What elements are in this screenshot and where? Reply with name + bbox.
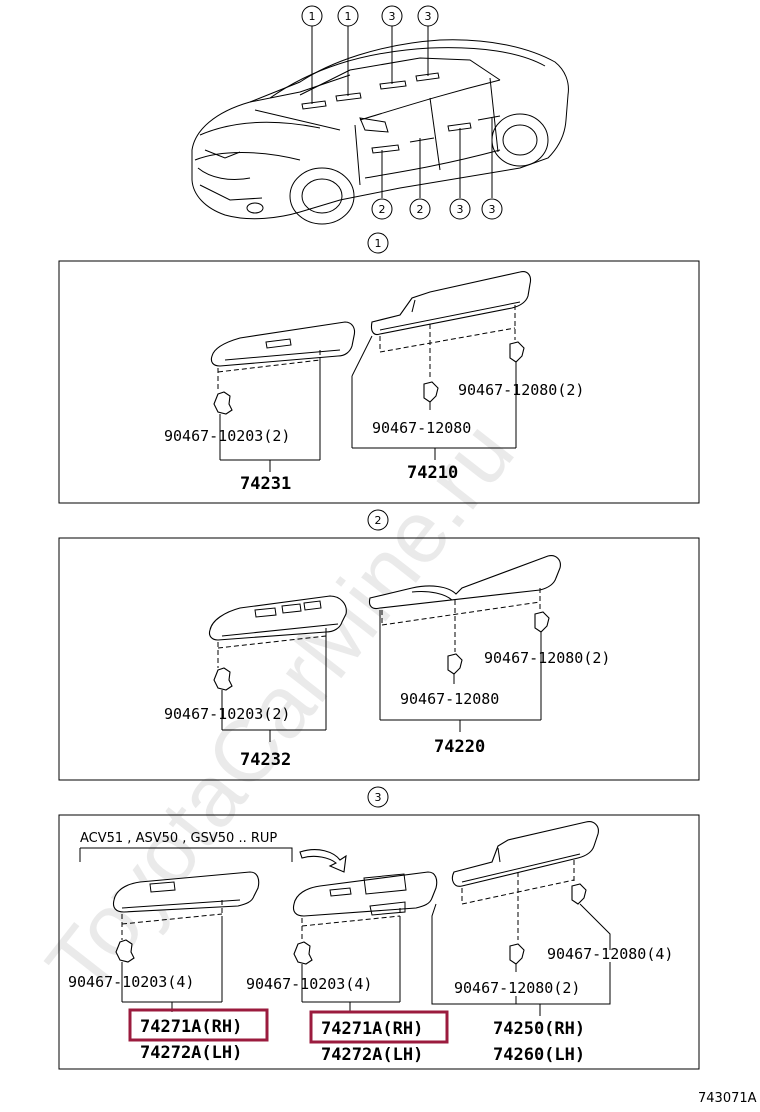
clip-icon-s2-right-b: [447, 653, 463, 675]
label-74271a-middle: 74271A(RH): [321, 1019, 423, 1039]
label-s3-clip-b: 90467-12080(2): [454, 979, 580, 997]
label-74250: 74250(RH): [493, 1019, 585, 1039]
label-s1-clip-a: 90467-12080(2): [458, 381, 584, 399]
car-overview: [191, 26, 569, 225]
clip-icon-s2-right-a: [534, 611, 550, 633]
svg-text:2: 2: [379, 203, 386, 216]
clip-icon-s1-right-b: [423, 381, 439, 403]
switch-base-74232: [208, 595, 347, 641]
section-2-frame: [58, 537, 700, 781]
callout-top-3b: 3: [417, 5, 439, 27]
svg-text:3: 3: [457, 203, 464, 216]
garnish-74220: [368, 555, 561, 610]
clip-icon-s3-right-a: [571, 883, 587, 905]
figure-code: 743071A: [698, 1091, 757, 1106]
label-74231: 74231: [240, 474, 291, 494]
callout-bottom-3b: 3: [481, 198, 503, 220]
clip-icon-s1-left: [213, 391, 233, 415]
callout-bottom-3a: 3: [449, 198, 471, 220]
svg-text:1: 1: [309, 10, 316, 23]
svg-text:2: 2: [417, 203, 424, 216]
garnish-74250-74260: [451, 821, 599, 887]
switch-base-74271a-middle: [292, 871, 438, 917]
svg-text:3: 3: [489, 203, 496, 216]
label-s2-clip-b: 90467-12080: [400, 690, 499, 708]
clip-icon-s2-left: [213, 667, 233, 691]
label-74232: 74232: [240, 750, 291, 770]
svg-text:2: 2: [375, 514, 382, 527]
highlight-box-middle: [309, 1010, 449, 1044]
label-s2-clip-a: 90467-12080(2): [484, 649, 610, 667]
section-2-marker: 2: [367, 509, 389, 531]
svg-text:3: 3: [425, 10, 432, 23]
callout-top-3a: 3: [381, 5, 403, 27]
label-74272a-middle: 74272A(LH): [321, 1045, 423, 1065]
svg-text:3: 3: [375, 791, 382, 804]
callout-bottom-2b: 2: [409, 198, 431, 220]
section-1-frame: [58, 260, 700, 504]
label-74272a-left: 74272A(LH): [140, 1043, 242, 1063]
label-s3-clip-middle: 90467-10203(4): [246, 975, 372, 993]
garnish-74210: [370, 271, 532, 336]
label-s3-clip-a: 90467-12080(4): [547, 945, 673, 963]
clip-icon-s3-right-b: [509, 943, 525, 965]
switch-base-74231: [210, 321, 356, 367]
svg-text:1: 1: [345, 10, 352, 23]
arrow-icon: [299, 849, 347, 873]
callout-bottom-2a: 2: [371, 198, 393, 220]
label-s1-clip-left: 90467-10203(2): [164, 427, 290, 445]
callout-top-1b: 1: [337, 5, 359, 27]
section-3-marker: 3: [367, 786, 389, 808]
label-74210: 74210: [407, 463, 458, 483]
callout-top-1a: 1: [301, 5, 323, 27]
label-74271a-left: 74271A(RH): [140, 1017, 242, 1037]
section-3-frame: [58, 814, 700, 1070]
svg-text:3: 3: [389, 10, 396, 23]
label-s2-clip-left: 90467-10203(2): [164, 705, 290, 723]
label-74220: 74220: [434, 737, 485, 757]
clip-icon-s1-right-a: [509, 341, 525, 363]
clip-icon-s3-middle: [293, 941, 313, 965]
label-s3-clip-left: 90467-10203(4): [68, 973, 194, 991]
clip-icon-s3-left: [115, 939, 135, 963]
highlight-box-left: [128, 1008, 269, 1042]
variant-note: ACV51 , ASV50 , GSV50 .. RUP: [80, 831, 277, 846]
label-74260: 74260(LH): [493, 1045, 585, 1065]
section-1-marker: 1: [367, 232, 389, 254]
label-s1-clip-b: 90467-12080: [372, 419, 471, 437]
svg-text:1: 1: [375, 237, 382, 250]
